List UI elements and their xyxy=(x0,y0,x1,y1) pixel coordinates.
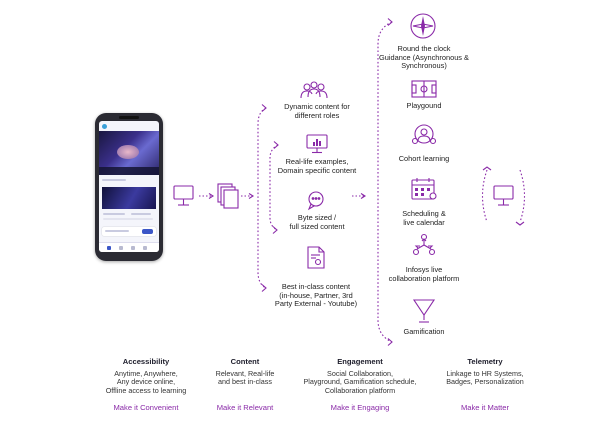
pillar-tagline: Make it Convenient xyxy=(113,403,179,412)
notification-card xyxy=(102,227,156,236)
chat-bubbles-icon xyxy=(307,191,324,211)
notification-button xyxy=(142,229,153,234)
course-title-line xyxy=(103,213,125,215)
content-item-label: Dynamic content for different roles xyxy=(284,102,350,120)
section-heading-line xyxy=(102,179,126,181)
pillar-title-engagement: Engagement xyxy=(337,357,383,366)
notification-line xyxy=(105,230,129,232)
content-item-label: Real-life examples, Domain specific cont… xyxy=(277,157,357,175)
phone-notch xyxy=(119,116,139,119)
monitor-icon-left xyxy=(173,185,194,200)
smartphone-mockup xyxy=(95,113,163,261)
monitor-chart-icon xyxy=(306,134,328,154)
hero-banner xyxy=(99,167,159,175)
pillar-description: Relevant, Real-life and best in-class xyxy=(215,369,275,387)
content-item-label: Best in-class content (in-house, Partner… xyxy=(274,282,358,309)
pillar-tagline: Make it Relevant xyxy=(216,403,274,412)
collaboration-icon xyxy=(412,233,436,256)
nav-search-icon xyxy=(119,246,123,250)
course-progress-line xyxy=(103,218,153,220)
nav-profile-icon xyxy=(143,246,147,250)
phone-screen xyxy=(99,121,159,252)
engagement-item-label: Scheduling & live calendar xyxy=(402,209,446,227)
content-item-label: Byte sized / full sized content xyxy=(289,213,345,231)
engagement-item-label: Gamification xyxy=(403,327,445,336)
pillar-title-telemetry: Telemetry xyxy=(467,357,503,366)
pillar-title-content: Content xyxy=(230,357,260,366)
pillar-description: Social Collaboration, Playground, Gamifi… xyxy=(303,369,417,395)
pillar-description: Linkage to HR Systems, Badges, Personali… xyxy=(446,369,524,387)
pillar-description: Anytime, Anywhere, Any device online, Of… xyxy=(105,369,187,395)
engagement-item-label: Cohort learning xyxy=(398,154,450,163)
monitor-icon-right xyxy=(493,185,514,200)
trophy-icon xyxy=(412,299,436,323)
course-thumbnail xyxy=(102,187,156,209)
playground-icon xyxy=(411,80,437,98)
cohort-people-icon xyxy=(411,124,437,145)
app-logo-icon xyxy=(102,124,107,129)
bottom-nav-bar xyxy=(99,242,159,252)
nav-home-icon xyxy=(107,246,111,250)
engagement-item-label: Infosys live collaboration platform xyxy=(388,265,460,283)
pillar-tagline: Make it Matter xyxy=(460,403,510,412)
hero-figure xyxy=(117,145,139,159)
certificate-document-icon xyxy=(307,246,325,269)
nav-courses-icon xyxy=(131,246,135,250)
engagement-item-label: Round the clock Guidance (Asynchronous &… xyxy=(379,44,469,71)
people-group-icon xyxy=(300,81,328,99)
pillar-title-accessibility: Accessibility xyxy=(122,357,170,366)
engagement-item-label: Playgound xyxy=(406,101,442,110)
pillar-tagline: Make it Engaging xyxy=(330,403,390,412)
compass-icon xyxy=(410,13,436,39)
calendar-icon xyxy=(411,178,437,200)
course-meta-line xyxy=(131,213,151,215)
